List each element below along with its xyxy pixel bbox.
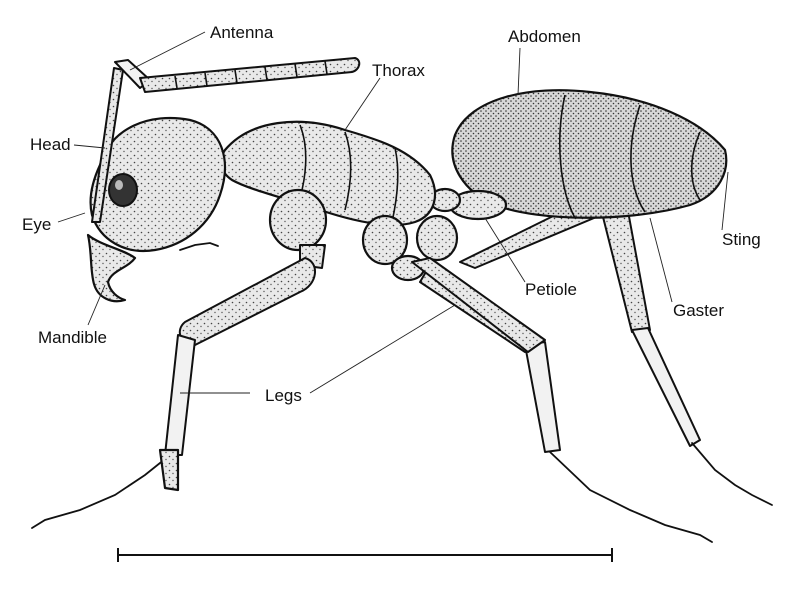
head-shape bbox=[89, 116, 227, 253]
label-abdomen: Abdomen bbox=[508, 27, 581, 46]
mandible-shape bbox=[86, 233, 137, 303]
antenna-shape bbox=[91, 57, 361, 223]
thorax-shape bbox=[219, 120, 437, 226]
petiole-shape bbox=[428, 187, 508, 221]
scale-bar bbox=[117, 548, 613, 562]
label-gaster: Gaster bbox=[673, 301, 724, 320]
label-antenna: Antenna bbox=[210, 23, 274, 42]
label-mandible: Mandible bbox=[38, 328, 107, 347]
label-sting: Sting bbox=[722, 230, 761, 249]
label-thorax: Thorax bbox=[372, 61, 425, 80]
leader-lines bbox=[57, 31, 729, 394]
front-leg bbox=[31, 244, 326, 529]
label-petiole: Petiole bbox=[525, 280, 577, 299]
mid-femur bbox=[411, 257, 546, 353]
palp bbox=[179, 242, 219, 251]
label-legs: Legs bbox=[265, 386, 302, 405]
labels: Antenna Abdomen Thorax Head Eye Sting Pe… bbox=[22, 23, 761, 405]
label-eye: Eye bbox=[22, 215, 51, 234]
label-head: Head bbox=[30, 135, 71, 154]
